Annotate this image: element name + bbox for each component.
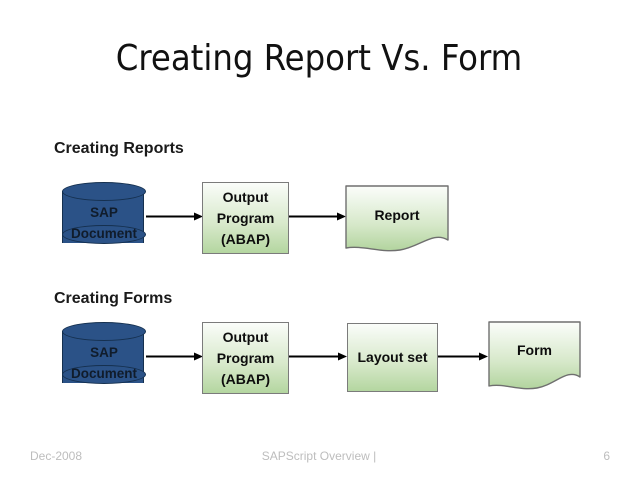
cylinder-bottom-ellipse (62, 365, 146, 384)
page-title: Creating Report Vs. Form (115, 38, 523, 79)
node-layout-set: Layout set (347, 323, 438, 392)
cylinder-top-ellipse (62, 182, 146, 201)
arrow-output-program-to-layout-set (289, 351, 348, 362)
node-label-line-1: SAP (90, 345, 118, 360)
node-label-line-2: Program (216, 209, 275, 226)
node-output-program-forms: Output Program (ABAP) (202, 322, 289, 394)
node-label-line-1: Output (222, 328, 269, 345)
footer-page-number: 6 (603, 449, 610, 463)
node-label: SAP Document (62, 342, 146, 384)
node-label: Form (517, 342, 552, 358)
arrow-output-program-to-report-reports (289, 211, 347, 222)
node-label-line-2: Document (70, 366, 137, 381)
cylinder-bottom-ellipse (62, 225, 146, 244)
footer-title: SAPScript Overview | (261, 449, 377, 463)
node-label-line-3: (ABAP) (221, 230, 270, 247)
node-label-line-1: Output (222, 188, 269, 205)
node-label-line-1: Layout set (357, 349, 428, 365)
footer-date: Dec-2008 (30, 449, 83, 463)
node-report: Report (345, 185, 449, 253)
cylinder-top-ellipse (62, 322, 146, 341)
node-sap-document-forms: SAP Document (62, 322, 146, 392)
arrow-sap-document-to-output-program-forms (146, 351, 204, 362)
node-form: Form (488, 321, 581, 391)
section-heading-creating-forms: Creating Forms (54, 290, 173, 307)
node-sap-document-reports: SAP Document (62, 182, 146, 252)
node-label: SAP Document (62, 202, 146, 244)
arrow-layout-set-to-form (438, 351, 489, 362)
node-label-line-1: SAP (90, 205, 118, 220)
node-label-line-3: (ABAP) (221, 370, 270, 387)
node-label-line-2: Document (70, 226, 137, 241)
arrow-sap-document-to-output-program-reports (146, 211, 204, 222)
node-label: Report (374, 207, 420, 223)
section-heading-creating-reports: Creating Reports (54, 140, 184, 157)
node-output-program-reports: Output Program (ABAP) (202, 182, 289, 254)
node-label-line-2: Program (216, 349, 275, 366)
